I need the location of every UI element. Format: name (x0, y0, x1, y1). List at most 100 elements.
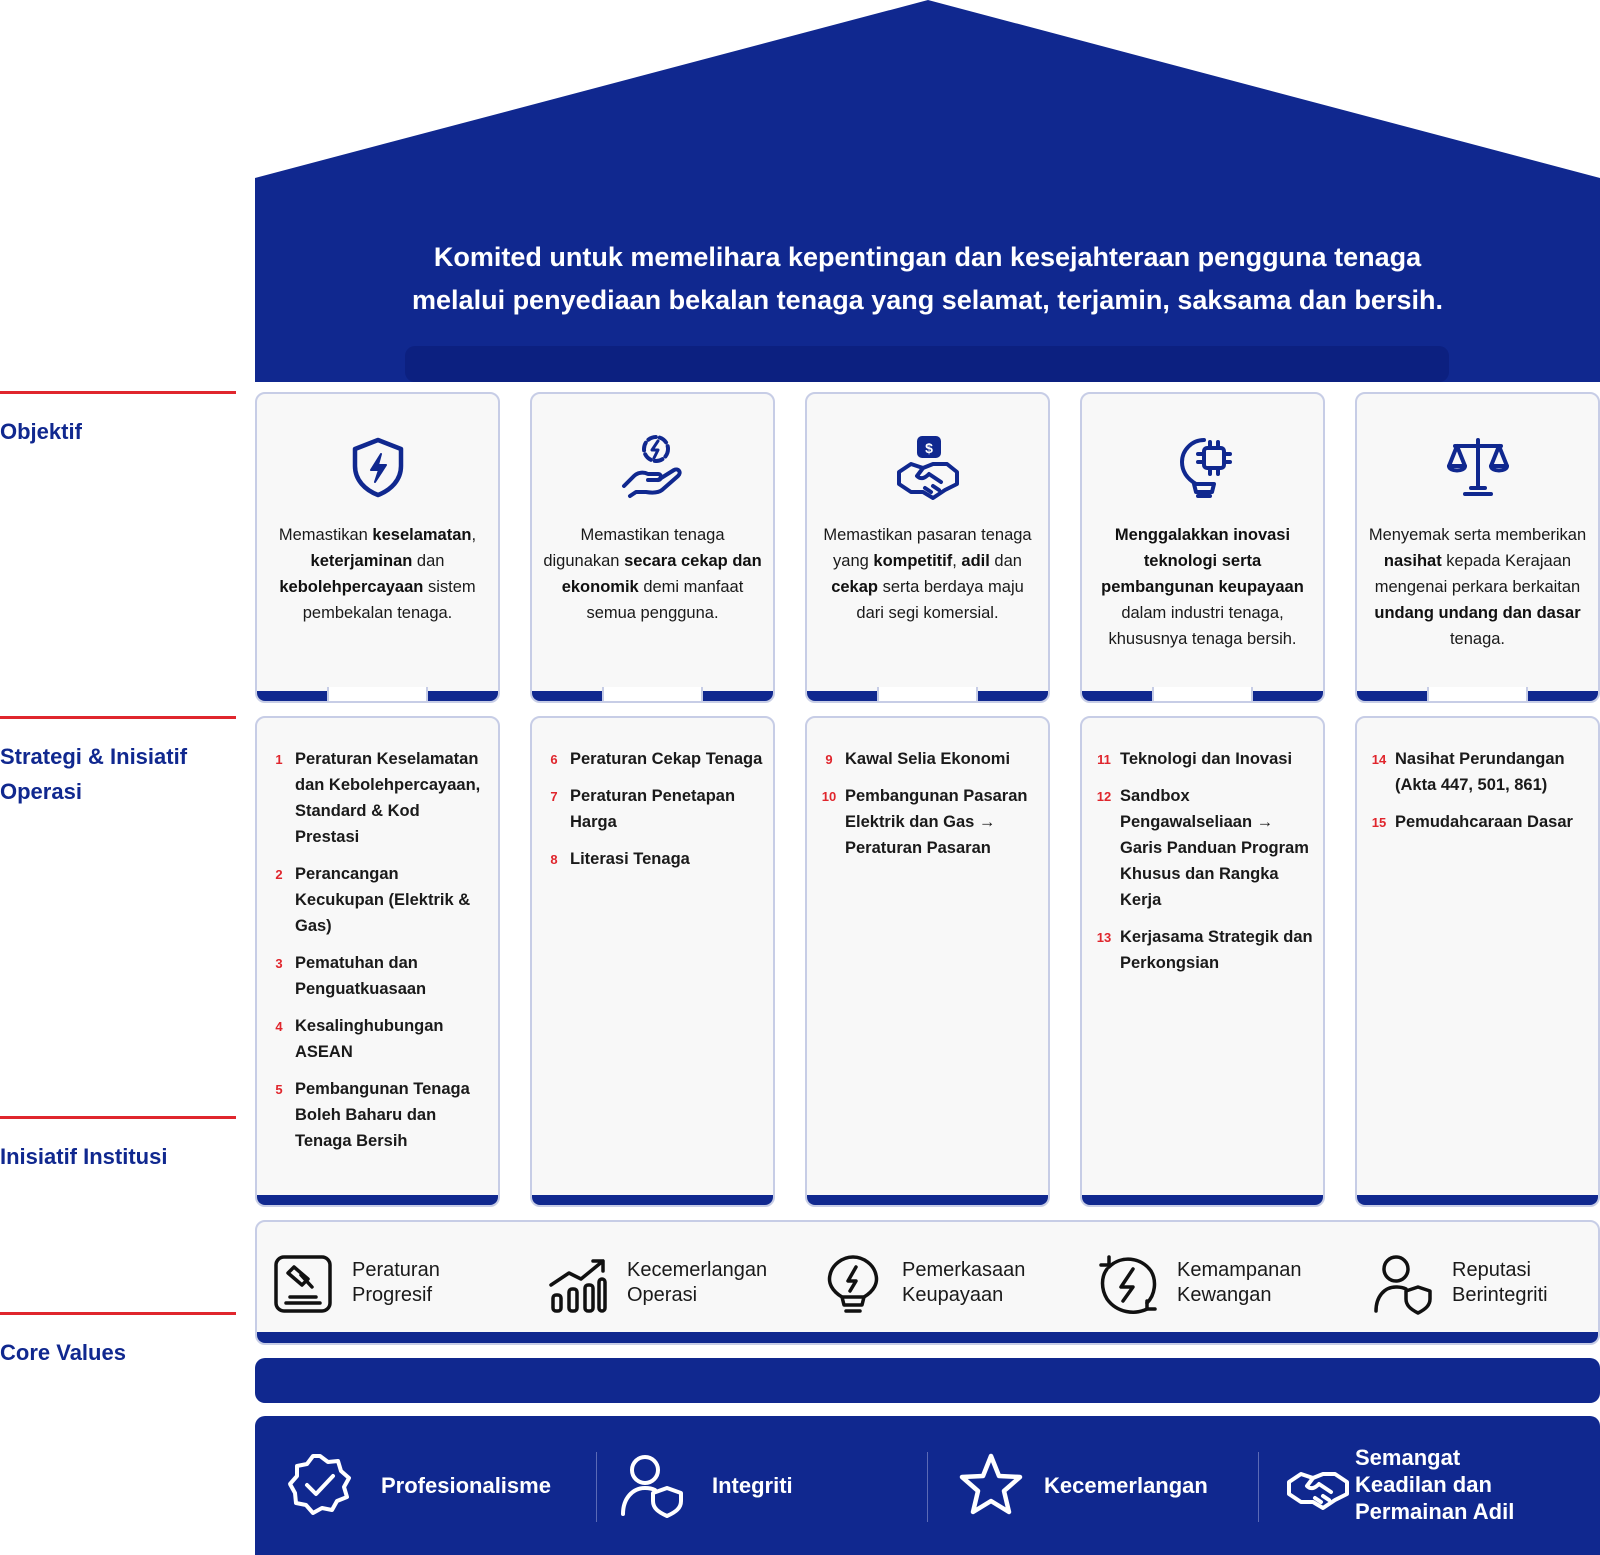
institutional-label: Peraturan Progresif (352, 1258, 440, 1308)
core-value-label: Profesionalisme (381, 1472, 551, 1499)
strategy-number: 4 (275, 1019, 283, 1034)
label-line-1: Reputasi (1452, 1259, 1531, 1281)
objective-text-run: dalam industri tenaga, khususnya tenaga … (1108, 604, 1297, 648)
card-bar (1357, 1195, 1598, 1205)
core-value-2: Integriti (597, 1416, 927, 1555)
card-bar (532, 1195, 773, 1205)
strategy-number: 3 (275, 956, 283, 971)
strategy-number: 7 (550, 789, 558, 804)
card-bar (257, 1195, 498, 1205)
strategy-item: 3 Pematuhan dan Penguatkuasaan (273, 950, 488, 1002)
strategy-card-1: 1 Peraturan Keselamatan dan Kebolehpercay… (255, 716, 500, 1207)
label-line-1: Kecemerlangan (627, 1259, 768, 1281)
label-line: Kecemerlangan (1044, 1473, 1208, 1498)
objective-text-run: sistem pembekalan tenaga. (302, 578, 476, 622)
strategy-number: 1 (275, 752, 283, 767)
label-line-2: Progresif (352, 1284, 433, 1306)
bulb-chip-icon (1179, 438, 1232, 498)
strategy-number: 15 (1371, 815, 1387, 830)
objective-text-run: Memastikan tenaga digunakan (543, 526, 725, 570)
label-line-2: Berintegriti (1452, 1284, 1548, 1306)
label-line: Keadilan dan (1355, 1472, 1492, 1497)
strategy-label: Nasihat Perundangan (Akta 447, 501, 861) (1395, 750, 1565, 794)
divider-strategi (0, 716, 236, 719)
card-bar (1082, 1195, 1323, 1205)
core-separator (927, 1452, 928, 1522)
strategy-label: Kawal Selia Ekonomi (845, 750, 1011, 768)
objective-text-bold: adil (961, 552, 990, 570)
objective-text-bold: undang undang dan dasar (1374, 604, 1581, 622)
shield-bolt-icon (352, 437, 403, 498)
institutional-item-3: Pemerkasaan Keupayaan (812, 1248, 1082, 1318)
badge-check-icon (288, 1454, 351, 1515)
objective-text-run: demi manfaat semua pengguna. (586, 578, 744, 622)
strategy-label: Pematuhan dan Penguatkuasaan (295, 954, 427, 998)
strategy-label: Peraturan Keselamatan dan Kebolehpercaya… (295, 750, 481, 846)
objective-text-bold: kompetitif (873, 552, 953, 570)
core-value-label: Semangat Keadilan dan Permainan Adil (1355, 1444, 1514, 1525)
institutional-label: Pemerkasaan Keupayaan (902, 1258, 1025, 1308)
divider-objektif (0, 391, 236, 394)
objective-text-run: dan (989, 552, 1022, 570)
institutional-bar (257, 1332, 1598, 1343)
label-line-2: Kewangan (1177, 1284, 1272, 1306)
scales-icon (1446, 438, 1509, 496)
vision-statement: Komited untuk memelihara kepentingan dan… (255, 236, 1600, 322)
institutional-initiatives: Peraturan Progresif Kecemerlangan Operas… (255, 1220, 1600, 1345)
core-value-4: Semangat Keadilan dan Permainan Adil (1259, 1416, 1599, 1555)
card-notch (602, 687, 703, 701)
objective-card-2: Memastikan tenaga digunakan secara cekap… (530, 392, 775, 703)
core-separator (596, 1452, 597, 1522)
label-line: Permainan Adil (1355, 1499, 1515, 1524)
objective-text-run: tenaga. (1449, 630, 1506, 648)
objective-text-bold: keselamatan (372, 526, 472, 544)
objective-text-bold: cekap (831, 578, 878, 596)
label-line-1: Kemampanan (1177, 1259, 1302, 1281)
core-value-3: Kecemerlangan (928, 1416, 1258, 1555)
objective-text-run: Menyemak serta memberikan (1368, 526, 1587, 544)
strategy-label: Perancangan Kecukupan (Elektrik & Gas) (295, 865, 471, 935)
strategy-number: 6 (550, 752, 558, 767)
divider-institusi (0, 1116, 236, 1119)
strategy-number: 5 (275, 1082, 283, 1097)
handshake-icon (1287, 1472, 1349, 1510)
objective-text-bold: Menggalakkan inovasi teknologi serta pem… (1101, 526, 1304, 596)
gavel-icon (274, 1255, 332, 1313)
objective-text-run: serta berdaya maju dari segi komersial. (856, 578, 1024, 622)
vision-line-2: melalui penyediaan bekalan tenaga yang s… (412, 285, 1443, 315)
strategy-label: Kerjasama Strategik dan Perkongsian (1120, 928, 1313, 972)
objective-text: Memastikan keselamatan, keterjaminan dan… (267, 522, 488, 626)
objective-text: Menggalakkan inovasi teknologi serta pem… (1092, 522, 1313, 652)
objective-text-run: Memastikan (278, 526, 373, 544)
objective-text-run: kepada Kerajaan mengenai perkara berkait… (1374, 552, 1581, 596)
label-objektif: Objektif (0, 419, 82, 444)
institutional-item-1: Peraturan Progresif (262, 1248, 532, 1318)
strategy-number: 13 (1096, 930, 1112, 945)
core-values-box: Profesionalisme Integriti Kecemerlangan … (255, 1416, 1600, 1555)
label-line: Integriti (712, 1473, 793, 1498)
svg-text:$: $ (925, 440, 933, 456)
label-line: Profesionalisme (381, 1473, 551, 1498)
strategy-label: Pemudahcaraan Dasar (1395, 813, 1573, 831)
bulb-bolt-icon (827, 1255, 879, 1313)
growth-chart-icon (549, 1259, 607, 1313)
objective-card-4: Menggalakkan inovasi teknologi serta pem… (1080, 392, 1325, 703)
objective-card-5: Menyemak serta memberikan nasihat kepada… (1355, 392, 1600, 703)
objective-text-bold: secara cekap dan ekonomik (561, 552, 762, 596)
objective-text-bold: kebolehpercayaan (279, 578, 424, 596)
strategy-label: Kesalinghubungan ASEAN (295, 1017, 444, 1061)
institutional-item-5: Reputasi Berintegriti (1362, 1248, 1598, 1318)
objective-card-3: $ Memastikan pasaran tenaga yang kompeti… (805, 392, 1050, 703)
